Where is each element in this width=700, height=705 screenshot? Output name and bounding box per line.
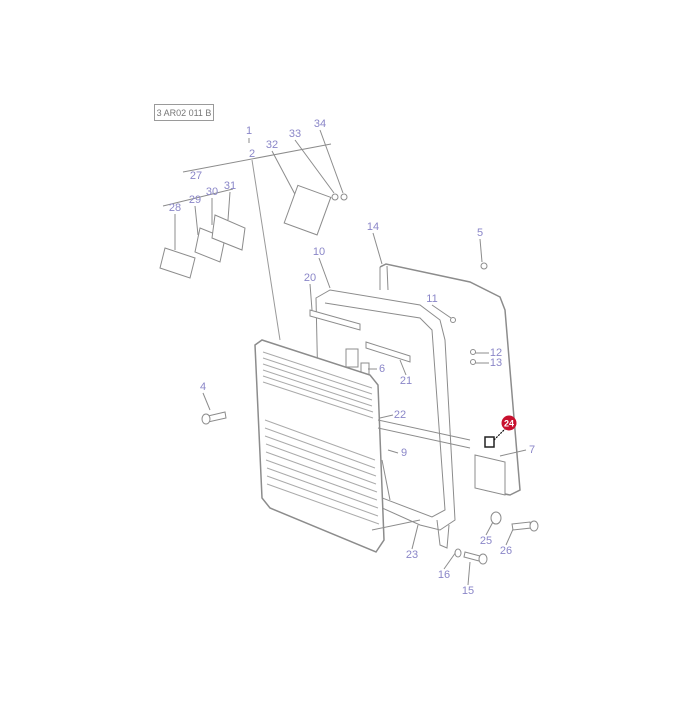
callout-30[interactable]: 30 bbox=[205, 186, 219, 198]
callout-32[interactable]: 32 bbox=[265, 139, 279, 151]
callout-31[interactable]: 31 bbox=[223, 180, 237, 192]
callout-14[interactable]: 14 bbox=[366, 221, 380, 233]
callout-26[interactable]: 26 bbox=[499, 545, 513, 557]
callout-16[interactable]: 16 bbox=[437, 569, 451, 581]
callout-7[interactable]: 7 bbox=[528, 444, 536, 456]
callout-1[interactable]: 1 bbox=[245, 125, 253, 137]
callout-28[interactable]: 28 bbox=[168, 202, 182, 214]
callout-2[interactable]: 2 bbox=[248, 148, 256, 160]
callout-33[interactable]: 33 bbox=[288, 128, 302, 140]
callout-22[interactable]: 22 bbox=[393, 409, 407, 421]
callout-15[interactable]: 15 bbox=[461, 585, 475, 597]
callout-5[interactable]: 5 bbox=[476, 227, 484, 239]
callout-11[interactable]: 11 bbox=[426, 293, 438, 305]
callout-12[interactable]: 12 bbox=[489, 347, 503, 359]
callout-24-highlighted[interactable]: 24 bbox=[501, 415, 517, 431]
callout-34[interactable]: 34 bbox=[313, 118, 327, 130]
callout-29[interactable]: 29 bbox=[188, 194, 202, 206]
callout-27[interactable]: 27 bbox=[189, 170, 203, 182]
callout-25[interactable]: 25 bbox=[479, 535, 493, 547]
callout-20[interactable]: 20 bbox=[303, 272, 317, 284]
callout-4[interactable]: 4 bbox=[199, 381, 207, 393]
callout-10[interactable]: 10 bbox=[312, 246, 326, 258]
callout-21[interactable]: 21 bbox=[399, 375, 413, 387]
callout-23[interactable]: 23 bbox=[405, 549, 419, 561]
callout-6[interactable]: 6 bbox=[378, 363, 386, 375]
reference-code-box: 3 AR02 011 B bbox=[154, 104, 214, 121]
callout-9[interactable]: 9 bbox=[400, 447, 408, 459]
callout-13[interactable]: 13 bbox=[489, 357, 503, 369]
